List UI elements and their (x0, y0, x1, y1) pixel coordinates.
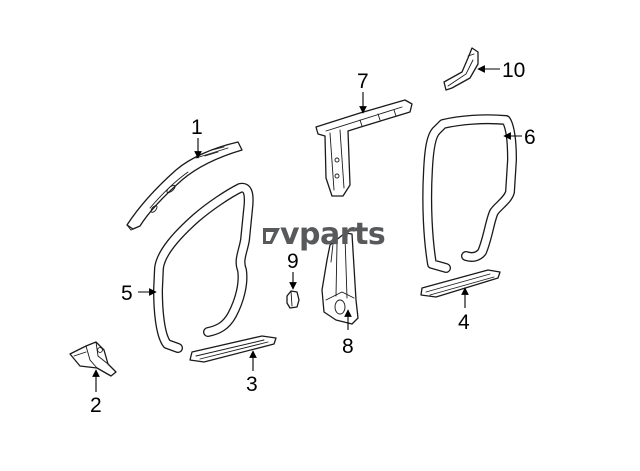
part-1-front-pillar-trim[interactable] (126, 141, 243, 231)
callout-6: 6 (503, 126, 536, 149)
callout-label-10: 10 (502, 59, 525, 82)
callout-7: 7 (357, 70, 369, 114)
callout-4: 4 (458, 287, 470, 334)
part-7-center-pillar-upper[interactable] (315, 99, 413, 197)
callout-label-5: 5 (121, 282, 133, 305)
part-6-rear-door-weatherstrip[interactable] (422, 114, 517, 273)
callout-10: 10 (477, 59, 525, 82)
callout-label-4: 4 (458, 311, 470, 334)
part-3-front-scuff-plate[interactable] (189, 335, 277, 363)
part-5-front-door-weatherstrip[interactable] (153, 182, 254, 353)
callout-1: 1 (191, 116, 203, 159)
vparts-logo-mark-icon (263, 228, 280, 244)
callout-label-3: 3 (246, 373, 258, 396)
part-4-rear-scuff-plate[interactable] (420, 269, 501, 298)
part-8-center-pillar-lower[interactable] (321, 232, 359, 325)
callout-5: 5 (121, 282, 157, 305)
callout-label-9: 9 (287, 250, 299, 273)
vparts-watermark-logo: vparts (263, 217, 386, 252)
part-9-clip[interactable] (286, 290, 300, 309)
vparts-logo-text: vparts (280, 217, 385, 252)
callout-label-1: 1 (191, 116, 203, 139)
part-2-kick-panel-bracket[interactable] (69, 341, 117, 377)
callout-3: 3 (246, 350, 258, 396)
part-10-trim-bracket[interactable] (443, 47, 479, 91)
callout-2: 2 (90, 369, 102, 417)
callout-label-8: 8 (342, 335, 354, 358)
callout-8: 8 (342, 309, 354, 358)
callout-label-2: 2 (90, 394, 102, 417)
callout-9: 9 (287, 250, 299, 290)
callout-label-7: 7 (357, 70, 369, 93)
callout-label-6: 6 (524, 126, 536, 149)
